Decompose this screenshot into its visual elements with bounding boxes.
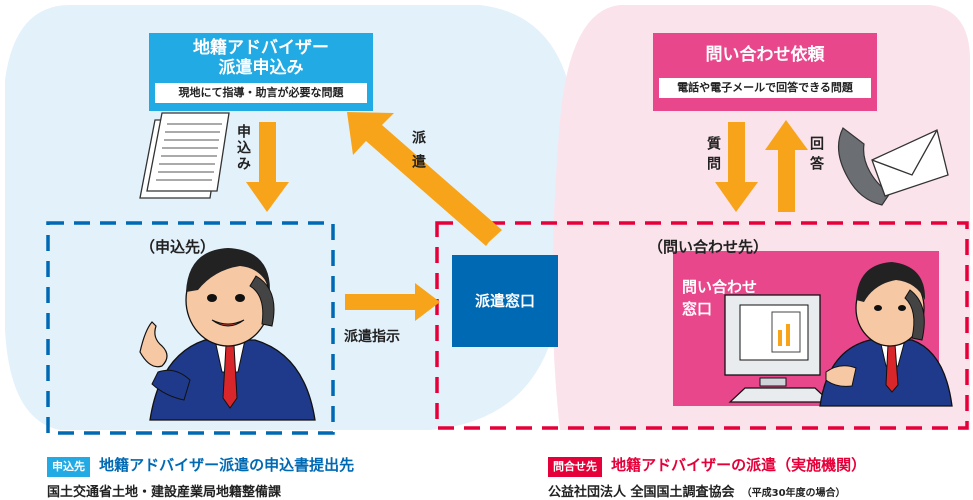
envelope-icon <box>871 129 949 197</box>
fiscal-year-note: （平成30年度の場合） <box>741 488 846 499</box>
advisor-dispatch-title-line1: 地籍アドバイザー <box>193 38 329 58</box>
man-on-phone-illustration <box>139 248 316 421</box>
dispatch-window-label: 派遣窓口 <box>474 292 535 310</box>
inquiry-window-line1: 問い合わせ <box>682 278 758 296</box>
left-dashed-box <box>46 221 335 435</box>
implementing-agency-heading: 地籍アドバイザーの派遣（実施機関） <box>611 456 867 474</box>
computer-illustration <box>724 294 832 403</box>
application-destination-title: （申込先） <box>140 238 216 256</box>
answer-arrow-label: 回答 <box>808 136 824 176</box>
inquiry-request-subtitle: 電話や電子メールで回答できる問題 <box>659 78 871 98</box>
blue-region <box>5 5 575 430</box>
national-land-survey-association: 公益社団法人 全国国土調査協会 <box>548 485 735 500</box>
dispatch-arrow-label: 派遣 <box>410 130 426 178</box>
inquiry-window-line2: 窓口 <box>682 300 713 318</box>
application-destination-tag: 申込先 <box>47 457 90 477</box>
footer-left: 申込先 地籍アドバイザー派遣の申込書提出先 <box>47 454 354 477</box>
answer-arrow <box>765 120 808 212</box>
advisor-dispatch-application-box: 地籍アドバイザー 派遣申込み 現地にて指導・助言が必要な問題 <box>149 33 373 111</box>
inquiry-destination-title: （問い合わせ先） <box>648 238 769 256</box>
dispatch-arrow <box>347 112 502 246</box>
inquiry-destination-tag: 問合せ先 <box>548 457 602 477</box>
question-arrow-label: 質問 <box>705 136 721 176</box>
dispatch-window-box <box>452 255 558 347</box>
inquiry-request-box: 問い合わせ依頼 電話や電子メールで回答できる問題 <box>653 33 877 111</box>
inquiry-window-label: 問い合わせ 窓口 <box>682 276 757 320</box>
implementing-agency-org-line: 公益社団法人 全国国土調査協会 （平成30年度の場合） <box>548 481 846 500</box>
application-destination-heading: 地籍アドバイザー派遣の申込書提出先 <box>99 456 355 474</box>
question-arrow <box>715 122 758 212</box>
apply-arrow-label: 申込み <box>235 124 251 172</box>
advisor-dispatch-title-line2: 派遣申込み <box>218 58 304 78</box>
dispatch-instruction-label: 派遣指示 <box>344 329 400 345</box>
document-icon <box>139 112 230 199</box>
inquiry-request-title: 問い合わせ依頼 <box>705 45 825 65</box>
advisor-dispatch-subtitle: 現地にて指導・助言が必要な問題 <box>155 83 367 103</box>
operator-illustration <box>819 262 953 407</box>
right-dashed-box <box>435 221 969 430</box>
footer-right: 問合せ先 地籍アドバイザーの派遣（実施機関） <box>548 454 866 477</box>
mlit-cadastral-division: 国土交通省土地・建設産業局地籍整備課 <box>47 485 282 500</box>
apply-arrow <box>246 122 289 212</box>
dispatch-instruction-arrow <box>345 283 440 321</box>
